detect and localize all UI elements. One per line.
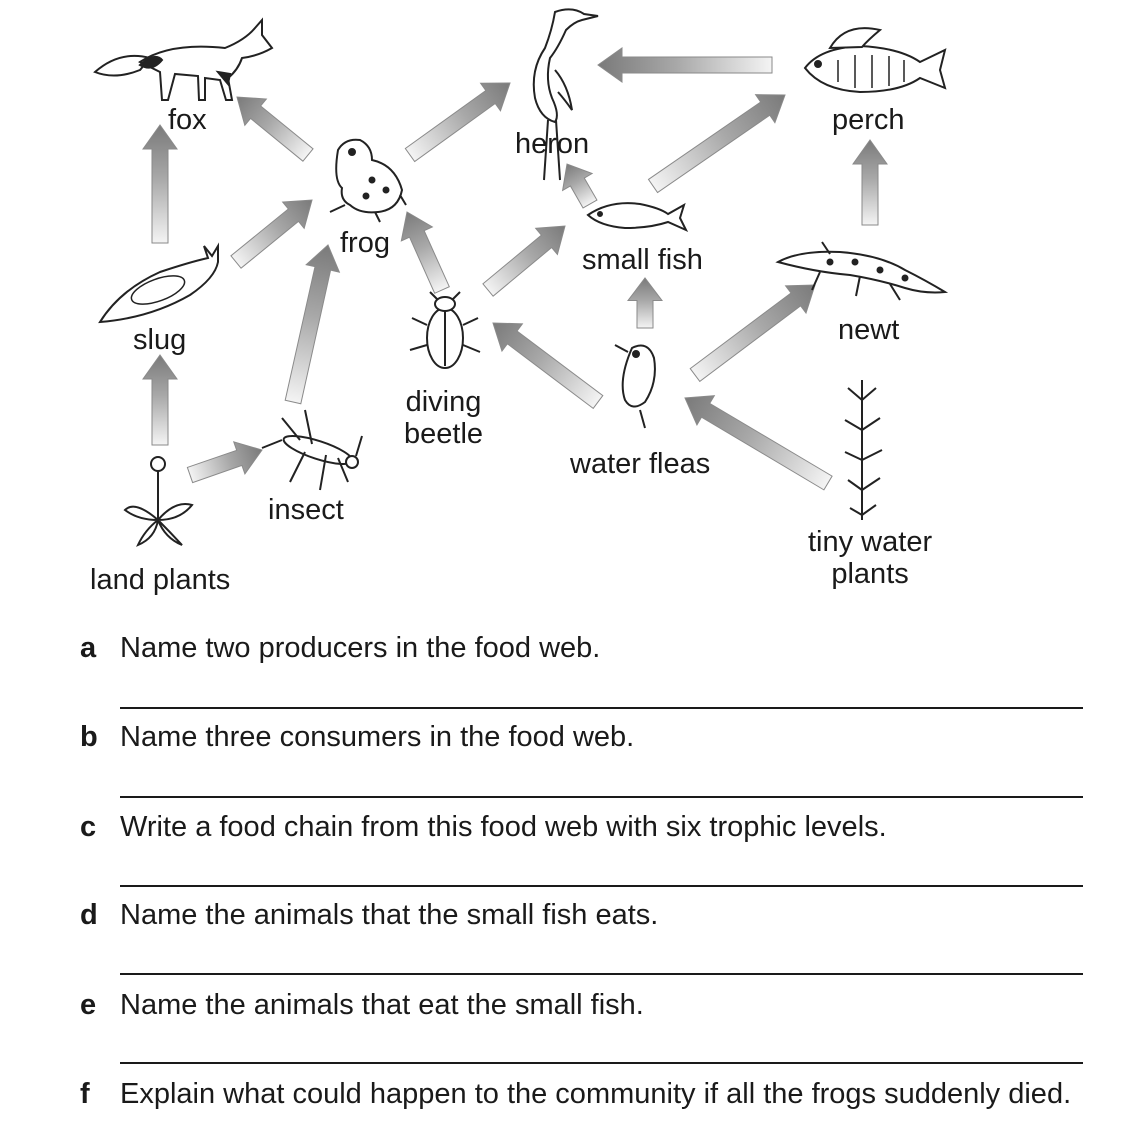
label-heron: heron — [515, 128, 589, 160]
answer-line-d[interactable] — [120, 973, 1083, 975]
slug-icon — [100, 246, 218, 322]
question-text: Name the animals that eat the small fish… — [120, 989, 644, 1021]
question-letter: c — [80, 810, 120, 844]
arrow-small-fish-to-perch — [643, 81, 794, 200]
answer-line-b[interactable] — [120, 796, 1083, 798]
label-slug: slug — [133, 324, 186, 356]
label-newt: newt — [838, 314, 899, 346]
perch-icon — [805, 28, 945, 92]
fox-icon — [95, 20, 272, 100]
arrow-slug-to-frog — [225, 187, 322, 275]
question-text: Write a food chain from this food web wi… — [120, 811, 887, 843]
arrow-frog-to-heron — [400, 69, 520, 169]
answer-line-c[interactable] — [120, 885, 1083, 887]
arrow-diving-beetle-to-small-fish — [477, 213, 576, 303]
label-frog: frog — [340, 227, 390, 259]
arrow-water-fleas-to-newt — [685, 271, 825, 388]
food-web-diagram — [0, 0, 1122, 610]
question-letter: e — [80, 988, 120, 1022]
question-text: Name three consumers in the food web. — [120, 721, 634, 753]
tiny-water-plants-icon — [845, 380, 882, 520]
label-water-fleas: water fleas — [570, 448, 710, 480]
feeding-arrows — [143, 48, 887, 498]
label-land-plants: land plants — [90, 564, 230, 596]
arrow-diving-beetle-to-frog — [391, 205, 457, 297]
arrow-land-plants-to-slug — [143, 355, 177, 445]
answer-line-a[interactable] — [120, 707, 1083, 709]
question-letter: d — [80, 898, 120, 932]
question-text: Name two producers in the food web. — [120, 632, 600, 664]
answer-line-e[interactable] — [120, 1062, 1083, 1064]
label-insect: insect — [268, 494, 344, 526]
small-fish-icon — [588, 203, 686, 230]
frog-icon — [330, 140, 406, 222]
question-letter: b — [80, 720, 120, 754]
arrow-slug-to-fox — [143, 125, 177, 243]
land-plants-icon — [125, 457, 192, 545]
arrow-frog-to-fox — [226, 84, 319, 168]
label-fox: fox — [168, 104, 207, 136]
arrow-water-fleas-to-diving-beetle — [483, 309, 608, 415]
arrow-tiny-water-plants-to-perch — [853, 140, 887, 225]
arrow-land-plants-to-insect — [184, 434, 267, 491]
arrow-small-fish-to-heron — [552, 156, 604, 213]
arrow-tiny-water-plants-to-water-fleas — [676, 383, 836, 497]
question-letter: a — [80, 631, 120, 665]
arrow-insect-to-frog — [276, 241, 344, 405]
diving-beetle-icon — [410, 292, 480, 368]
arrow-perch-to-heron — [598, 48, 772, 82]
label-small-fish: small fish — [582, 244, 703, 276]
water-fleas-icon — [615, 345, 655, 428]
label-tiny-water-plants: tiny water plants — [808, 526, 932, 590]
label-perch: perch — [832, 104, 905, 136]
arrow-water-fleas-to-small-fish — [628, 278, 662, 328]
question-text: Name the animals that the small fish eat… — [120, 899, 658, 931]
question-letter: f — [80, 1077, 120, 1111]
insect-icon — [262, 410, 362, 490]
question-text: Explain what could happen to the communi… — [120, 1078, 1071, 1110]
label-diving-beetle: diving beetle — [404, 386, 483, 450]
